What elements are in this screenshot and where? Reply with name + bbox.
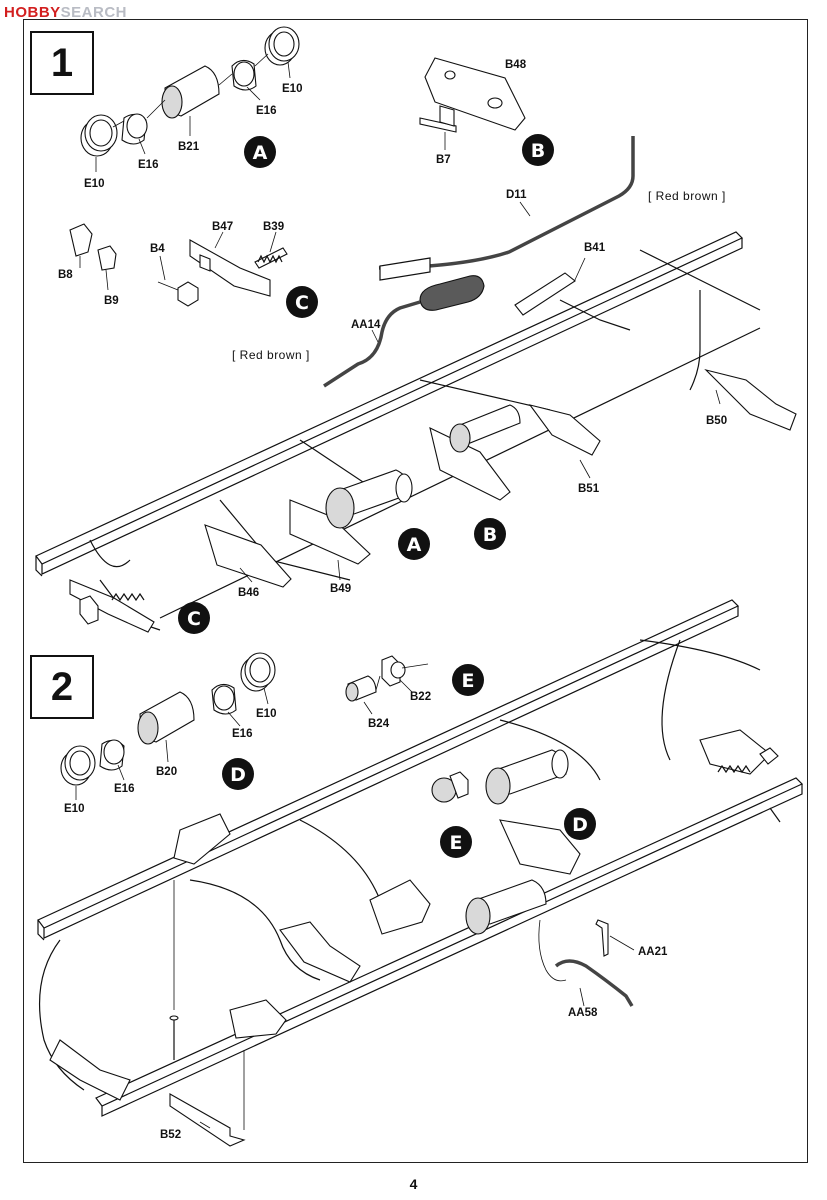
label-b52: B52 bbox=[160, 1129, 181, 1141]
muffler-aa14 bbox=[323, 275, 485, 388]
note-red-brown-1: [ Red brown ] bbox=[648, 189, 726, 203]
subassembly-a-exploded bbox=[80, 26, 300, 172]
step-1-number: 1 bbox=[50, 40, 74, 85]
label-b20: B20 bbox=[156, 766, 177, 778]
subassembly-c-parts bbox=[69, 223, 288, 307]
label-e16-d: E16 bbox=[114, 783, 134, 795]
callout-b-frame: B bbox=[474, 518, 506, 550]
svg-text:D: D bbox=[230, 764, 246, 786]
callout-e-frame: E bbox=[440, 826, 472, 858]
step-1-box: 1 bbox=[30, 31, 94, 95]
chassis-frame-step-2 bbox=[37, 599, 804, 1147]
callout-a-frame: A bbox=[398, 528, 430, 560]
svg-text:C: C bbox=[187, 608, 201, 630]
label-b51: B51 bbox=[578, 483, 600, 495]
svg-text:C: C bbox=[295, 292, 309, 314]
callout-c-top: C bbox=[286, 286, 318, 318]
callout-c-frame: C bbox=[178, 602, 210, 634]
label-aa21: AA21 bbox=[638, 946, 668, 958]
svg-text:E: E bbox=[462, 670, 475, 692]
subassembly-b-bracket bbox=[419, 57, 526, 150]
label-b22: B22 bbox=[410, 691, 431, 703]
label-e16-c: E16 bbox=[232, 728, 252, 740]
page-number: 4 bbox=[409, 1176, 418, 1192]
label-e16-a: E16 bbox=[138, 159, 158, 171]
label-b7: B7 bbox=[436, 154, 451, 166]
label-b8: B8 bbox=[58, 269, 73, 281]
label-b39: B39 bbox=[263, 221, 284, 233]
label-b4: B4 bbox=[150, 243, 165, 255]
callout-b-top: B bbox=[522, 134, 554, 166]
label-e10-c: E10 bbox=[256, 708, 276, 720]
label-e10-a: E10 bbox=[84, 178, 104, 190]
note-red-brown-2: [ Red brown ] bbox=[232, 348, 310, 362]
label-b50: B50 bbox=[706, 415, 727, 427]
label-b41: B41 bbox=[584, 242, 606, 254]
label-b9: B9 bbox=[104, 295, 119, 307]
svg-text:B: B bbox=[531, 140, 545, 162]
label-e10-d: E10 bbox=[64, 803, 84, 815]
label-d11: D11 bbox=[506, 189, 527, 201]
label-b46: B46 bbox=[238, 587, 259, 599]
chassis-frame-step-1 bbox=[35, 231, 797, 633]
page-frame bbox=[23, 19, 808, 1163]
label-aa58: AA58 bbox=[568, 1007, 598, 1019]
label-aa14: AA14 bbox=[351, 319, 381, 331]
step-2-box: 2 bbox=[30, 655, 94, 719]
subassembly-e-exploded bbox=[345, 655, 429, 715]
watermark-logo: HOBBYSEARCH bbox=[4, 4, 128, 21]
exhaust-pipe-d11 bbox=[378, 136, 635, 281]
label-b24: B24 bbox=[368, 718, 390, 730]
label-b49: B49 bbox=[330, 583, 351, 595]
svg-text:A: A bbox=[407, 534, 422, 556]
svg-text:D: D bbox=[572, 814, 588, 836]
svg-text:B: B bbox=[483, 524, 497, 546]
label-b47: B47 bbox=[212, 221, 233, 233]
step-2-number: 2 bbox=[50, 664, 74, 709]
callout-a-top: A bbox=[244, 136, 276, 168]
label-e16-b: E16 bbox=[256, 105, 276, 117]
callout-d-top: D bbox=[222, 758, 254, 790]
label-b21: B21 bbox=[178, 141, 200, 153]
svg-text:E: E bbox=[450, 832, 463, 854]
callout-e-top: E bbox=[452, 664, 484, 696]
subassembly-d-exploded bbox=[60, 652, 276, 800]
label-b48: B48 bbox=[505, 59, 527, 71]
svg-text:A: A bbox=[253, 142, 268, 164]
callout-d-frame: D bbox=[564, 808, 596, 840]
label-e10-b: E10 bbox=[282, 83, 302, 95]
